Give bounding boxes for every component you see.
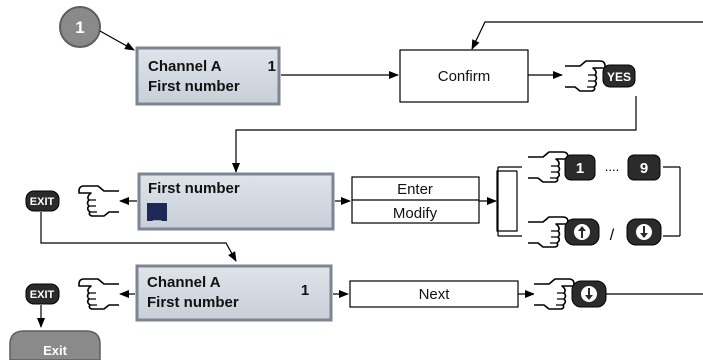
yes-key-label: YES	[607, 70, 631, 84]
lcd-screen-channel-a: Channel A 1 First number	[135, 46, 281, 106]
pointing-hand-icon	[527, 151, 569, 183]
key-nine-label: 9	[640, 160, 648, 177]
yes-key-press[interactable]: YES	[564, 60, 636, 92]
pointing-hand-icon	[533, 278, 575, 310]
lcd-screen-channel-a-2: Channel A 1 First number	[135, 264, 333, 322]
arrow-down-icon	[581, 286, 597, 302]
ellipsis: ....	[605, 159, 619, 174]
arrow-up-key-press[interactable]	[527, 216, 600, 248]
digit-key-1-press[interactable]: 1	[527, 151, 596, 183]
digit-key-9[interactable]: 9	[627, 154, 661, 181]
arrow-start	[99, 30, 135, 51]
exit-key-label-1: EXIT	[30, 196, 55, 208]
arrow-up-icon	[574, 224, 590, 240]
slash-separator: /	[610, 227, 615, 244]
loop-to-confirm	[471, 21, 703, 50]
lcd3-line1: Channel A	[147, 274, 221, 291]
lcd-screen-first-number: First number _	[137, 172, 335, 231]
exit-button-label: Exit	[43, 343, 68, 358]
arrow-to-row3	[40, 212, 237, 262]
enter-modify-box: Enter Modify	[351, 176, 480, 224]
modify-label: Modify	[393, 205, 438, 222]
arrow-down-key[interactable]	[626, 218, 662, 246]
step-number: 1	[75, 18, 84, 37]
arrow-down-icon	[636, 224, 652, 240]
next-box: Next	[349, 280, 519, 308]
exit-key-label-2: EXIT	[30, 289, 55, 301]
lcd1-line2: First number	[148, 78, 240, 95]
next-label: Next	[419, 286, 451, 303]
lcd3-value: 1	[301, 282, 309, 299]
lcd2-cursor	[147, 203, 167, 221]
lcd2-cursor-char: _	[152, 206, 162, 223]
exit-key-press-1[interactable]: EXIT	[25, 185, 120, 217]
confirm-label: Confirm	[438, 68, 491, 85]
pointing-hand-icon	[527, 216, 569, 248]
lcd1-value: 1	[268, 58, 276, 75]
lcd1-line1: Channel A	[148, 58, 222, 75]
exit-key-press-2[interactable]: EXIT	[25, 278, 120, 310]
enter-label: Enter	[397, 181, 433, 198]
next-arrow-down-key-press[interactable]	[533, 278, 607, 310]
confirm-box: Confirm	[399, 49, 529, 103]
key-one-label: 1	[576, 160, 584, 177]
pointing-hand-icon	[78, 185, 120, 217]
exit-button[interactable]: Exit	[9, 330, 101, 360]
pointing-hand-icon	[78, 278, 120, 310]
choice-bracket-left	[496, 170, 518, 232]
lcd2-line1: First number	[148, 180, 240, 197]
pointing-hand-icon	[564, 60, 606, 92]
arrow-to-row2	[232, 96, 637, 173]
lcd3-line2: First number	[147, 294, 239, 311]
step-badge: 1	[59, 6, 101, 48]
